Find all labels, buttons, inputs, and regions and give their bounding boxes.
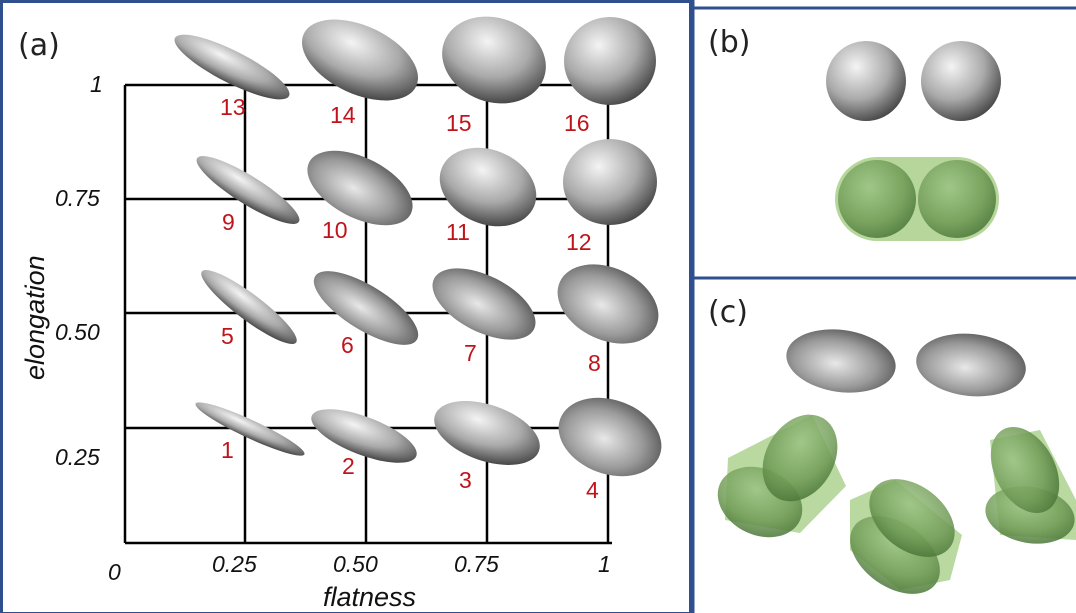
sphere-right <box>921 41 1001 121</box>
ellipsoid-left <box>786 329 896 393</box>
shape-number-label: 5 <box>221 323 234 349</box>
shape-number-label: 6 <box>341 332 354 358</box>
ellipsoid-11 <box>439 147 537 227</box>
shape-number-label: 13 <box>220 94 246 120</box>
ellipsoid-10 <box>307 150 413 226</box>
ellipsoid-9 <box>196 156 300 224</box>
panel-c-label: (c) <box>708 295 748 330</box>
ellipsoid-2 <box>311 409 417 463</box>
shape-number-label: 8 <box>588 350 601 376</box>
ellipsoid-6 <box>313 271 419 345</box>
ellipsoid-14 <box>302 19 418 101</box>
shape-grid <box>174 16 662 477</box>
y-tick-label: 1 <box>90 71 103 97</box>
shape-number-label: 7 <box>464 340 477 366</box>
x-tick-label: 0.25 <box>212 551 257 577</box>
shape-labels: 13 14 15 16 9 10 11 12 5 6 7 8 1 2 3 4 <box>220 94 601 503</box>
panel-b-illustration <box>826 41 1001 241</box>
y-tick-label: 0.25 <box>55 444 100 470</box>
green-ellipsoid <box>990 427 1060 513</box>
ellipsoid-right <box>916 333 1026 397</box>
y-tick-label: 0.75 <box>55 185 100 211</box>
panel-a-frame <box>0 0 692 613</box>
ellipsoid-3 <box>434 401 540 465</box>
panel-b-label: (b) <box>708 25 750 60</box>
shape-number-label: 14 <box>330 102 356 128</box>
sphere-left <box>826 41 906 121</box>
green-ellipsoid <box>762 414 838 502</box>
shape-number-label: 3 <box>459 467 472 493</box>
ellipsoid-1 <box>195 402 305 456</box>
panel-a-label: (a) <box>18 28 60 63</box>
green-sphere-right <box>918 160 996 238</box>
shape-number-label: 1 <box>221 437 234 463</box>
ellipsoid-5 <box>201 270 297 344</box>
panel-c-illustration <box>717 329 1076 594</box>
green-sphere-left <box>838 160 916 238</box>
ellipsoid-4 <box>558 397 662 477</box>
x-tick-label: 1 <box>598 551 611 577</box>
green-ellipsoid <box>869 479 955 557</box>
ellipsoid-12 <box>563 139 657 225</box>
shape-number-label: 4 <box>586 477 599 503</box>
ellipsoid-15 <box>442 16 546 104</box>
y-tick-label: 0.50 <box>55 319 100 345</box>
x-tick-label: 0.75 <box>454 551 499 577</box>
shape-number-label: 15 <box>446 110 472 136</box>
shape-number-label: 9 <box>222 209 235 235</box>
shape-number-label: 12 <box>566 229 592 255</box>
shape-number-label: 2 <box>342 453 355 479</box>
ellipsoid-16 <box>564 17 656 105</box>
shape-number-label: 11 <box>446 219 470 245</box>
x-tick-label: 0.50 <box>333 551 378 577</box>
ellipsoid-13 <box>174 34 290 100</box>
shape-number-label: 16 <box>564 110 590 136</box>
origin-label: 0 <box>108 559 121 585</box>
ellipsoid-8 <box>557 264 659 344</box>
x-axis-title: flatness <box>323 582 416 612</box>
ellipsoid-7 <box>432 268 536 340</box>
shape-number-label: 10 <box>322 217 348 243</box>
y-axis-title: elongation <box>20 255 50 380</box>
